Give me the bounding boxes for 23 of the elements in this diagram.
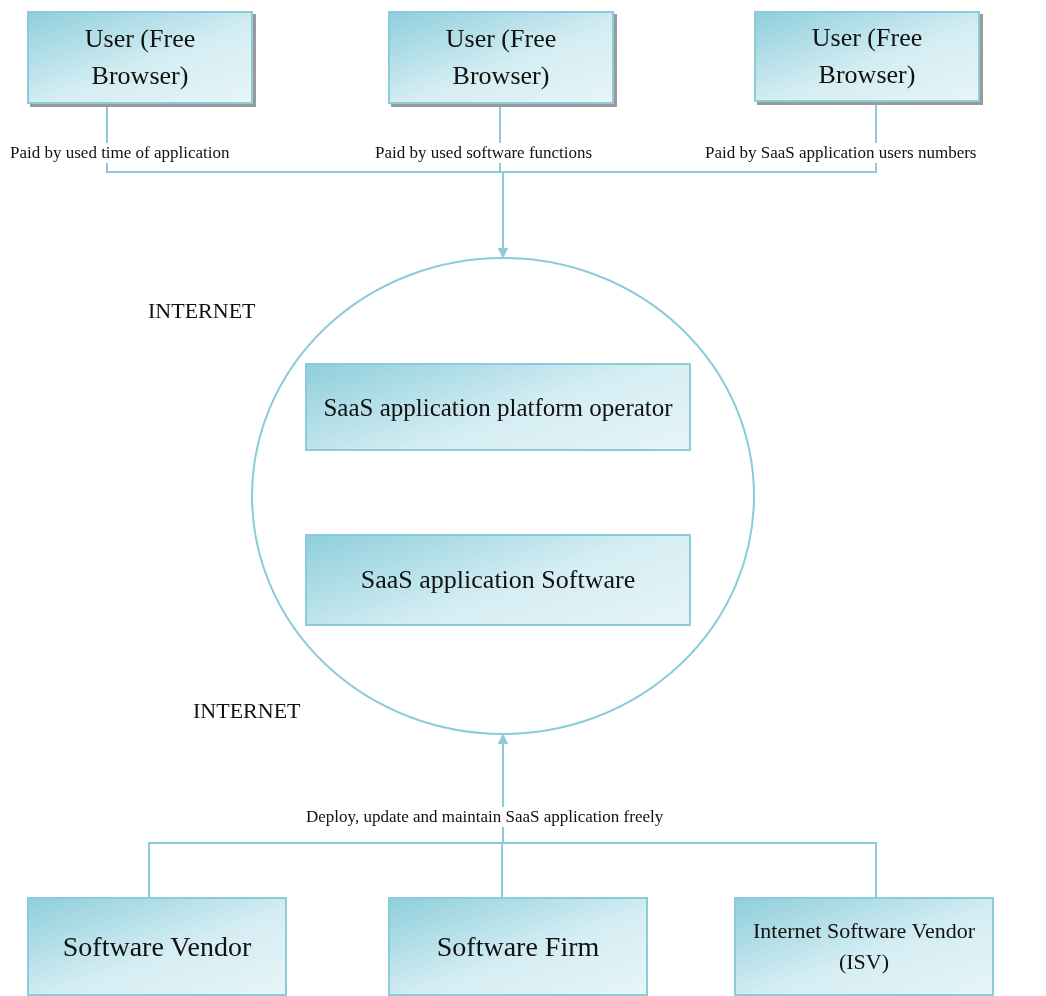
process-box <box>305 534 691 626</box>
box-label: User (Free Browser) <box>83 23 197 92</box>
process-box <box>388 897 648 996</box>
process-box <box>27 11 253 104</box>
connector-arrow <box>498 734 877 898</box>
box-label: User (Free Browser) <box>444 23 558 92</box>
process-box <box>305 363 691 451</box>
box-label: User (Free Browser) <box>810 22 924 91</box>
box-label: Software Firm <box>436 929 600 964</box>
edge-label: Paid by SaaS application users numbers <box>703 143 979 163</box>
edge-label: Paid by used software functions <box>373 143 595 163</box>
network-label: INTERNET <box>148 298 256 324</box>
box-label: Internet Software Vendor (ISV) <box>752 916 976 976</box>
process-box <box>754 11 980 102</box>
box-label: SaaS application Software <box>360 563 636 596</box>
edge-label: Paid by used time of application <box>8 143 232 163</box>
box-label: Software Vendor <box>62 929 252 964</box>
process-box <box>734 897 994 996</box>
network-label: INTERNET <box>193 698 301 724</box>
box-label: SaaS application platform operator <box>323 392 673 423</box>
process-box <box>388 11 614 104</box>
edge-label: Deploy, update and maintain SaaS application freely <box>304 807 666 827</box>
process-box <box>27 897 287 996</box>
